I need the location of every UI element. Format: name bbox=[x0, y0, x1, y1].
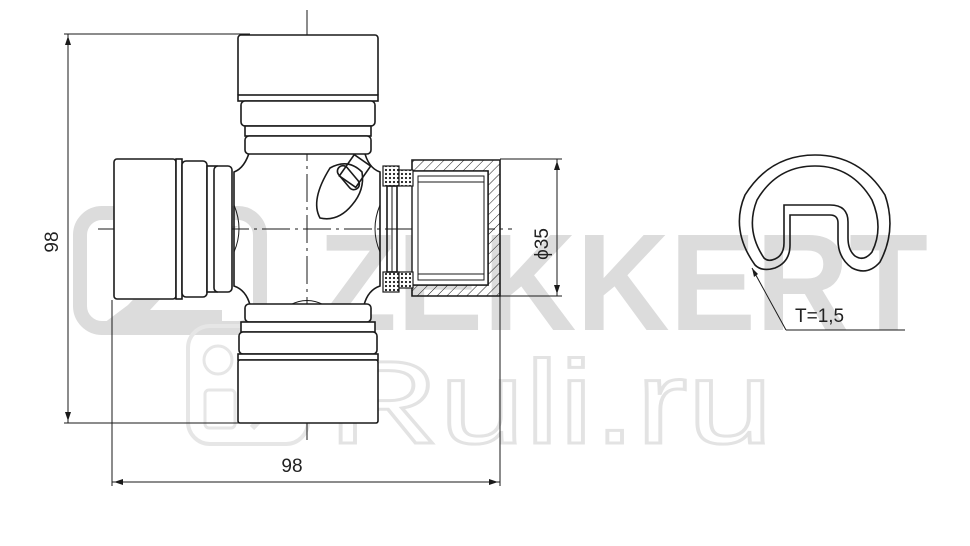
seal-top bbox=[382, 165, 400, 187]
dimension-diameter: ϕ35 bbox=[500, 158, 562, 297]
bearing-cup-left bbox=[113, 158, 233, 300]
leader-line bbox=[751, 267, 787, 331]
dimension-width: 98 bbox=[111, 296, 501, 486]
dimension-height: 98 bbox=[42, 33, 250, 424]
watermark-site-text: Ruli.ru bbox=[328, 337, 773, 469]
ruli-watermark: Ruli.ru bbox=[186, 324, 775, 471]
height-dimension-label: 98 bbox=[42, 231, 63, 252]
circlip-detail: T=1,5 bbox=[738, 154, 905, 331]
diameter-dimension-label: ϕ35 bbox=[532, 228, 553, 260]
grease-nipple bbox=[315, 153, 372, 220]
bearing-cup-bottom bbox=[237, 303, 379, 424]
bearing-cup-top bbox=[237, 34, 379, 155]
watermark-headlight-icon bbox=[202, 344, 234, 376]
thickness-label: T=1,5 bbox=[795, 306, 844, 327]
bearing-cup-right-section bbox=[382, 159, 501, 297]
watermark-oil-can-icon bbox=[203, 388, 237, 430]
width-dimension-label: 98 bbox=[281, 456, 302, 477]
seal-bottom bbox=[382, 271, 400, 293]
